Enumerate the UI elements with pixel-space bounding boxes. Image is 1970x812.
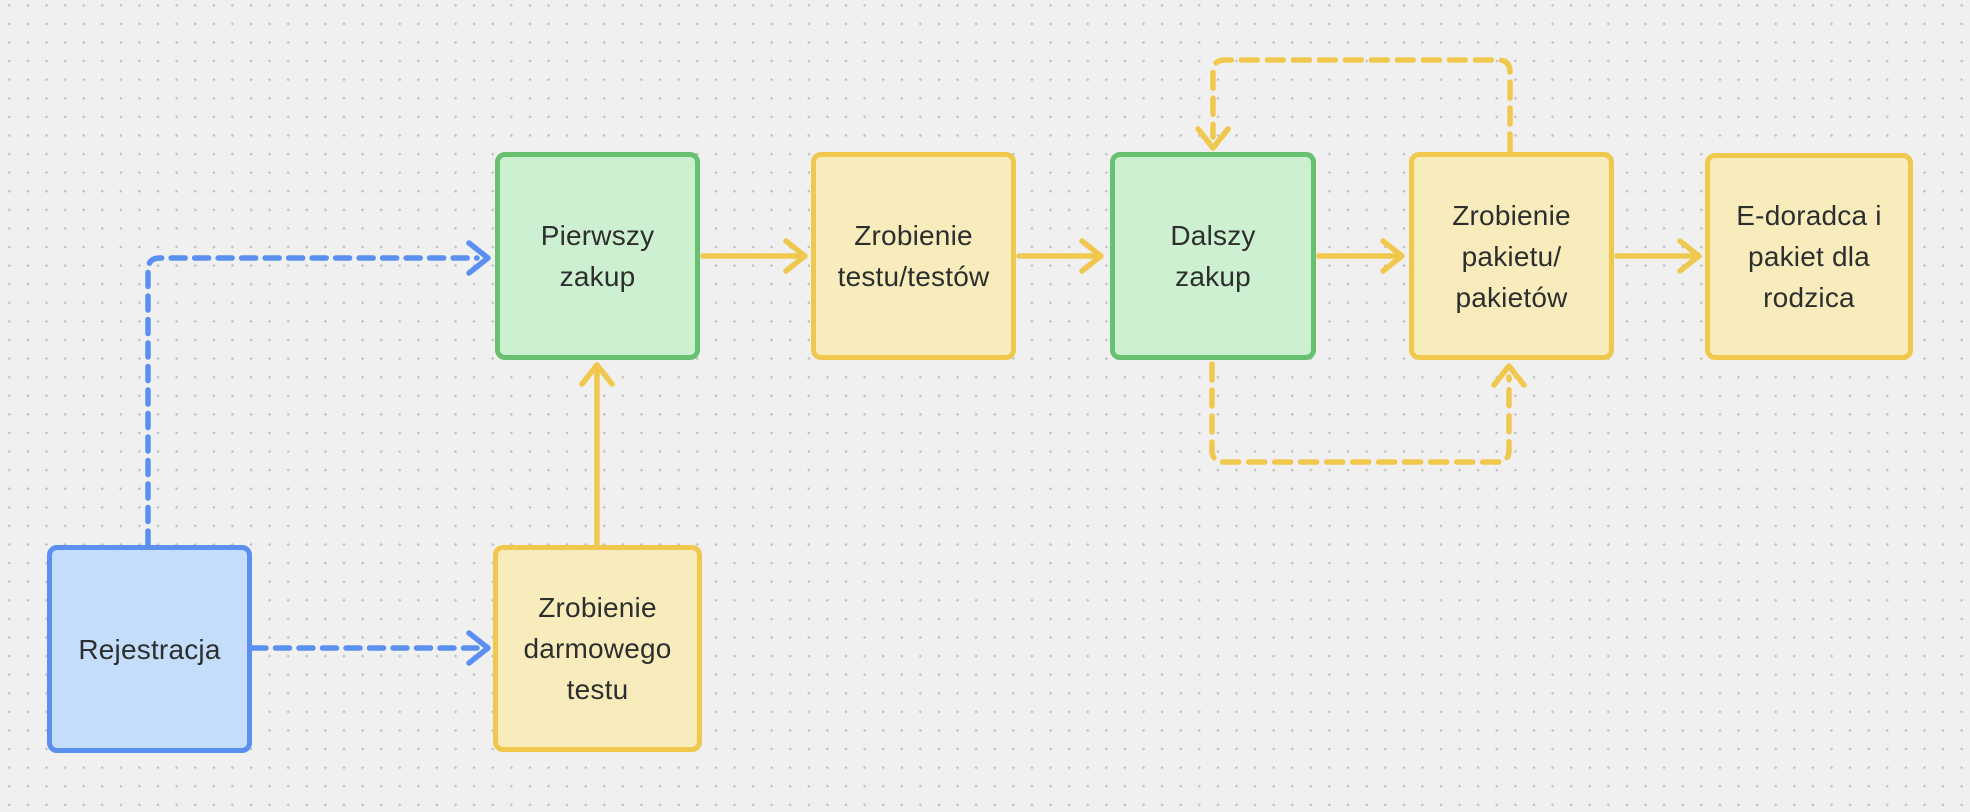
node-rejestracja[interactable]: Rejestracja <box>47 545 252 753</box>
node-label: E-doradca i pakiet dla rodzica <box>1736 200 1882 313</box>
node-e-doradca[interactable]: E-doradca i pakiet dla rodzica <box>1705 153 1913 360</box>
node-label: Dalszy zakup <box>1170 220 1256 292</box>
arrowhead-right-icon <box>1677 238 1702 274</box>
node-pierwszy-zakup[interactable]: Pierwszy zakup <box>495 152 700 360</box>
node-label: Zrobienie darmowego testu <box>523 592 672 705</box>
edge-shaft <box>145 255 480 548</box>
edge-loop-pakietu-to-dalszy-top[interactable] <box>1195 57 1513 153</box>
arrowhead-right-icon <box>1380 238 1405 274</box>
edge-zrobienie-testu-to-dalszy-zakup[interactable] <box>1016 238 1104 274</box>
edge-rejestracja-to-pierwszy-zakup[interactable] <box>145 240 491 548</box>
arrowhead-up-icon <box>1491 363 1527 388</box>
arrowhead-right-icon <box>466 240 491 276</box>
node-zrobienie-pakietu-pakietow[interactable]: Zrobienie pakietu/ pakietów <box>1409 152 1614 360</box>
node-label: Zrobienie testu/testów <box>837 220 990 292</box>
arrowhead-up-icon <box>579 362 615 387</box>
edge-pierwszy-zakup-to-zrobienie-testu[interactable] <box>700 238 808 274</box>
arrowhead-right-icon <box>783 238 808 274</box>
node-label: Zrobienie pakietu/ pakietów <box>1452 199 1571 313</box>
edge-shaft <box>1209 361 1512 465</box>
node-zrobienie-darmowego-testu[interactable]: Zrobienie darmowego testu <box>493 545 702 752</box>
arrowhead-right-icon <box>466 630 491 666</box>
arrowhead-right-icon <box>1079 238 1104 274</box>
node-zrobienie-testu-testow[interactable]: Zrobienie testu/testów <box>811 152 1016 360</box>
edge-dalszy-zakup-to-zrobienie-pakietu[interactable] <box>1316 238 1405 274</box>
arrowhead-down-icon <box>1195 126 1231 151</box>
edge-shaft <box>1210 57 1513 153</box>
edge-rejestracja-to-darmowy-test[interactable] <box>249 630 491 666</box>
node-label: Rejestracja <box>78 633 221 665</box>
edge-loop-dalszy-to-pakietu-bottom[interactable] <box>1209 361 1527 465</box>
edge-darmowy-test-to-pierwszy-zakup[interactable] <box>579 362 615 548</box>
node-dalszy-zakup[interactable]: Dalszy zakup <box>1110 152 1316 360</box>
node-label: Pierwszy zakup <box>540 220 655 292</box>
edge-zrobienie-pakietu-to-e-doradca[interactable] <box>1614 238 1702 274</box>
